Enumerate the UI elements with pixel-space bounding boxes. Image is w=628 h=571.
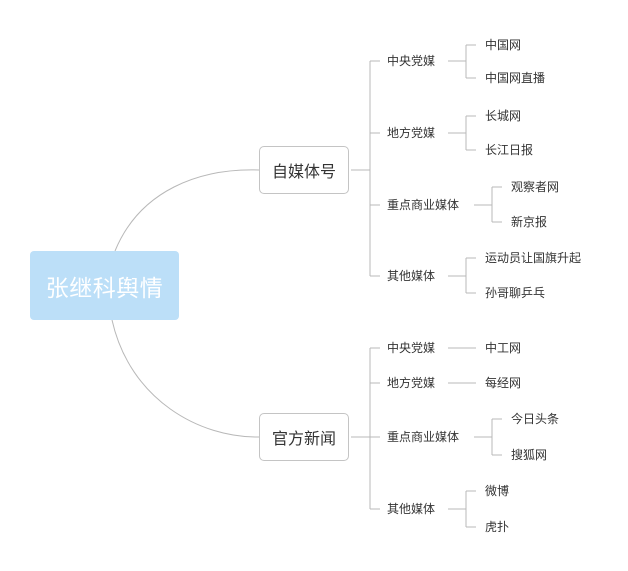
group-label[interactable]: 其他媒体 <box>387 269 436 283</box>
root-topic[interactable]: 张继科舆情 <box>30 251 179 320</box>
leaf-item[interactable]: 中工网 <box>485 341 522 355</box>
group-label[interactable]: 中央党媒 <box>387 341 436 355</box>
leaf-item[interactable]: 孙哥聊乒乓 <box>485 286 546 300</box>
leaf-item[interactable]: 今日头条 <box>511 412 560 426</box>
leaf-item[interactable]: 中国网 <box>485 38 522 52</box>
leaf-item[interactable]: 运动员让国旗升起 <box>485 251 582 265</box>
leaf-item[interactable]: 长江日报 <box>485 143 534 157</box>
leaf-item[interactable]: 微博 <box>485 484 510 498</box>
leaf-item[interactable]: 中国网直播 <box>485 71 546 85</box>
group-label[interactable]: 地方党媒 <box>387 376 436 390</box>
group-label[interactable]: 地方党媒 <box>387 126 436 140</box>
group-label[interactable]: 重点商业媒体 <box>387 198 460 212</box>
leaf-item[interactable]: 每经网 <box>485 376 522 390</box>
branch-official-news[interactable]: 官方新闻 <box>259 413 349 461</box>
group-label[interactable]: 重点商业媒体 <box>387 430 460 444</box>
branch-self-media[interactable]: 自媒体号 <box>259 146 349 194</box>
leaf-item[interactable]: 观察者网 <box>511 180 560 194</box>
group-label[interactable]: 中央党媒 <box>387 54 436 68</box>
leaf-item[interactable]: 虎扑 <box>485 520 510 534</box>
leaf-item[interactable]: 搜狐网 <box>511 448 548 462</box>
group-label[interactable]: 其他媒体 <box>387 502 436 516</box>
leaf-item[interactable]: 长城网 <box>485 109 522 123</box>
leaf-item[interactable]: 新京报 <box>511 215 548 229</box>
